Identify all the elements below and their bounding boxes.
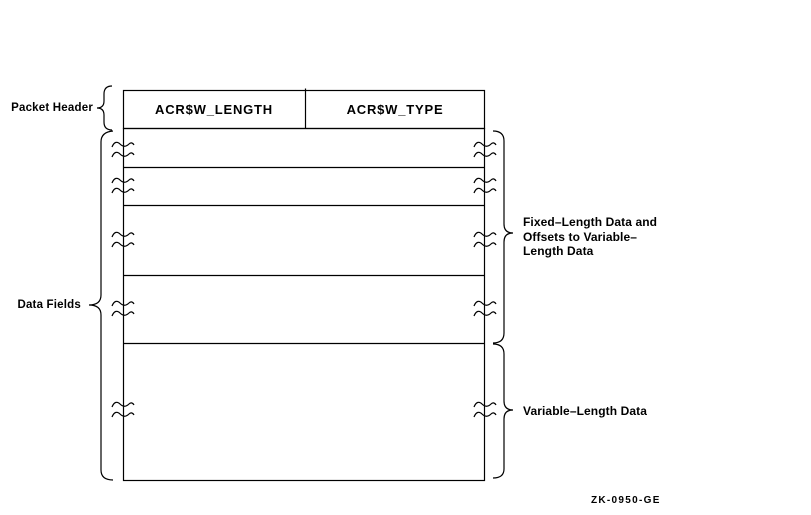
fixed-length-annotation: Fixed–Length Data and Offsets to Variabl…: [523, 215, 658, 258]
variable-length-brace: [492, 343, 514, 479]
packet-header-brace: [96, 85, 113, 131]
figure-code-label: ZK-0950-GE: [591, 495, 661, 506]
data-fields-brace: [88, 130, 114, 481]
data-fields-box: [122, 127, 486, 482]
data-fields-label: Data Fields: [17, 299, 81, 311]
variable-length-annotation: Variable–Length Data: [523, 404, 648, 418]
field-acr-w-type: ACR$W_TYPE: [346, 101, 444, 117]
field-acr-w-length: ACR$W_LENGTH: [155, 101, 273, 117]
fixed-length-brace: [492, 130, 514, 344]
packet-header-label: Packet Header: [11, 102, 93, 114]
